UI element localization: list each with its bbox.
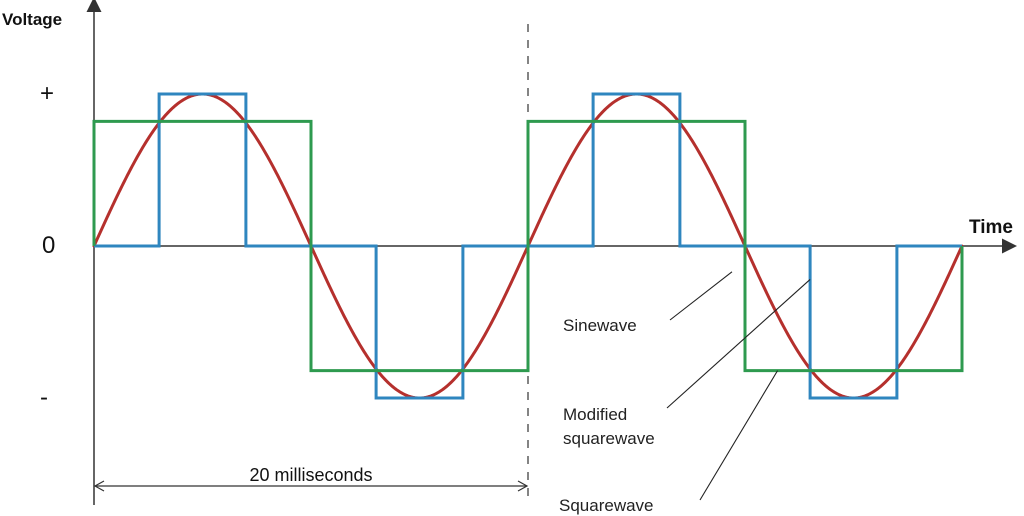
y-tick-label-2: - (40, 384, 48, 411)
annotation-text-1-line-1: squarewave (563, 429, 655, 448)
period-arrow-right (517, 480, 529, 492)
period-arrow-left (93, 480, 105, 492)
y-axis-title: Voltage (2, 10, 62, 29)
annotation-text-1-line-0: Modified (563, 405, 627, 424)
annotation-text-1: Modified squarewave (563, 405, 655, 448)
x-axis-title: Time (969, 217, 1013, 238)
annotations-group (666, 271, 811, 501)
annotation-line-0 (669, 271, 733, 321)
series-group (92, 92, 964, 400)
period-label: 20 milliseconds (249, 465, 372, 485)
annotation-text-0: Sinewave (563, 316, 637, 335)
axes-group (86, 0, 1017, 505)
squarewave-line (92, 119, 964, 373)
annotation-line-1 (666, 279, 811, 409)
y-tick-label-0: + (40, 80, 54, 107)
y-tick-label-1: 0 (42, 232, 55, 259)
annotation-text-2: Squarewave (559, 496, 654, 515)
annotation-line-2 (699, 370, 779, 501)
